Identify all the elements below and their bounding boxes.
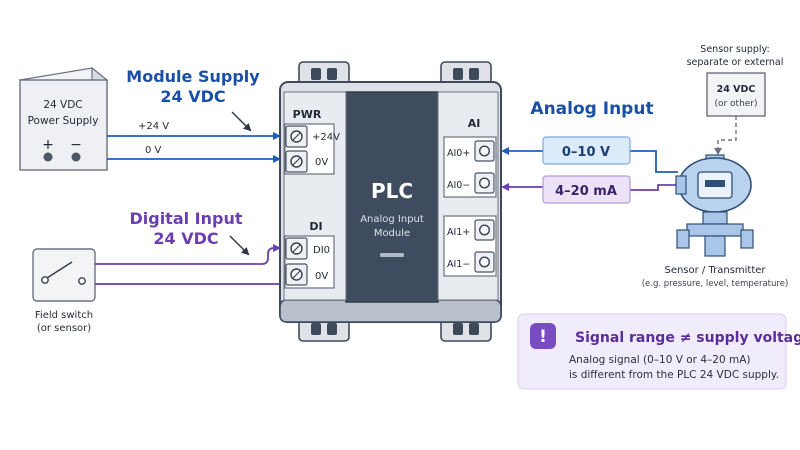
field-switch-sublabel: (or sensor) [37, 323, 91, 334]
note-body-line1: Analog signal (0–10 V or 4–20 mA) [569, 354, 750, 366]
sensor-transmitter: Sensor / Transmitter (e.g. pressure, lev… [642, 154, 789, 289]
wire-label-0v: 0 V [145, 145, 162, 156]
power-supply-plus-terminal [43, 152, 53, 162]
analog-input-title: Analog Input [530, 99, 653, 119]
di-terminal-label-0v: 0V [315, 271, 328, 282]
module-supply-annotation: Module Supply 24 VDC [126, 67, 260, 132]
pwr-terminal-label-0v: 0V [315, 157, 328, 168]
signal-range-note: ! Signal range ≠ supply voltage Analog s… [517, 313, 800, 390]
ai-header: AI [468, 117, 481, 130]
sensor-supply-caption-line2: separate or external [687, 57, 784, 68]
voltage-signal-label: 0–10 V [562, 145, 610, 160]
sensor-supply-note: (or other) [714, 99, 757, 109]
module-supply-voltage: 24 VDC [160, 87, 225, 106]
note-title: Signal range ≠ supply voltage [575, 330, 800, 346]
sensor-sublabel: (e.g. pressure, level, temperature) [642, 279, 789, 289]
minus-symbol: − [70, 137, 82, 153]
di-header: DI [309, 220, 322, 233]
power-supply-minus-terminal [71, 152, 81, 162]
plus-symbol: + [42, 137, 54, 153]
sensor-supply-voltage: 24 VDC [717, 84, 756, 95]
module-supply-title: Module Supply [126, 67, 260, 86]
current-signal-label: 4–20 mA [555, 184, 617, 199]
plc-subtitle-line1: Analog Input [360, 214, 424, 225]
field-switch: Field switch (or sensor) [32, 248, 96, 334]
ai-terminal-label-ai1-minus: AI1− [447, 259, 470, 270]
analog-input-section: Analog Input 0–10 V 4–20 mA [501, 99, 678, 204]
wire-label-plus24v: +24 V [138, 121, 169, 132]
digital-input-pointer-arrow [229, 235, 250, 256]
note-body-line2: is different from the PLC 24 VDC supply. [569, 369, 779, 381]
ai-terminal-label-ai0-minus: AI0− [447, 180, 470, 191]
pwr-terminal-label-plus24v: +24V [312, 132, 340, 143]
voltage-signal-badge [542, 136, 631, 165]
digital-input-annotation: Digital Input 24 VDC [129, 209, 250, 256]
plc-subtitle-line2: Module [374, 228, 410, 239]
terminal-ai0-minus [479, 177, 491, 189]
plc-status-led [380, 253, 404, 257]
exclamation-icon [530, 323, 556, 349]
plc-module: PWR +24V 0V DI DI0 0V PLC Analog Input M… [279, 61, 502, 342]
di-terminal-label-di0: DI0 [313, 245, 330, 256]
digital-input-voltage: 24 VDC [153, 229, 218, 248]
sensor-supply-caption-line1: Sensor supply: [700, 44, 769, 55]
terminal-ai1-plus [479, 224, 491, 236]
ai-terminal-label-ai1-plus: AI1+ [447, 227, 470, 238]
current-signal-badge [542, 175, 631, 204]
switch-blade [46, 261, 73, 279]
terminal-ai1-minus [479, 256, 491, 268]
power-supply-title-line1: 24 VDC [43, 99, 82, 111]
field-switch-label: Field switch [35, 310, 93, 321]
sensor-supply: Sensor supply: separate or external 24 V… [687, 44, 784, 155]
ai-terminal-label-ai0-plus: AI0+ [447, 148, 470, 159]
pwr-header: PWR [293, 108, 322, 121]
power-supply: 24 VDC Power Supply + − [18, 66, 109, 171]
sensor-label: Sensor / Transmitter [664, 265, 766, 276]
terminal-ai0-plus [479, 145, 491, 157]
supply-wires: +24 V 0 V [107, 121, 281, 163]
power-supply-title-line2: Power Supply [28, 115, 99, 127]
transmitter-display [705, 180, 725, 187]
svg-text:!: ! [539, 327, 547, 347]
digital-input-wires [95, 244, 281, 285]
digital-input-title: Digital Input [129, 209, 242, 228]
module-supply-pointer-arrow [231, 111, 252, 132]
plc-title: PLC [371, 179, 413, 203]
